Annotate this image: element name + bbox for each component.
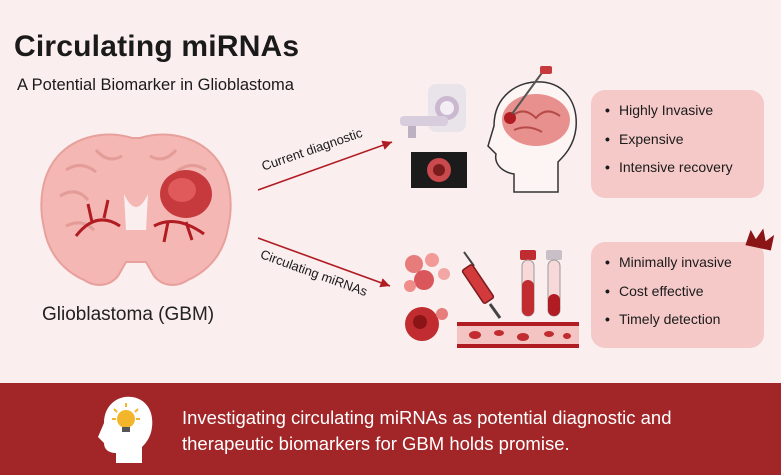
list-item: •Minimally invasive — [605, 254, 732, 270]
list-item: •Timely detection — [605, 311, 721, 327]
arrow-circulating-mirnas — [257, 237, 391, 288]
mri-scanner-icon — [400, 84, 466, 138]
circulating-mirnas-box: •Minimally invasive •Cost effective •Tim… — [591, 242, 764, 348]
brain-label: Glioblastoma (GBM) — [42, 304, 215, 325]
blood-vessel-icon — [457, 322, 579, 348]
crown-icon — [745, 228, 775, 251]
arrow-current-diagnostic — [257, 140, 393, 191]
page-title: Circulating miRNAs — [14, 30, 300, 63]
page-subtitle: A Potential Biomarker in Glioblastoma — [17, 76, 294, 94]
current-diagnostic-box: •Highly Invasive •Expensive •Intensive r… — [591, 90, 764, 198]
list-item: •Cost effective — [605, 282, 704, 299]
head-lightbulb-icon — [98, 396, 153, 463]
blood-cells-icon — [404, 253, 450, 341]
scan-monitor-icon — [411, 152, 467, 188]
list-item: •Intensive recovery — [605, 159, 733, 175]
blood-tubes-icon — [520, 250, 562, 317]
list-item: •Expensive — [605, 130, 684, 147]
list-item: •Highly Invasive — [605, 102, 714, 118]
syringe-icon — [461, 251, 502, 319]
head-biopsy-icon — [487, 66, 577, 193]
footer-text: Investigating circulating miRNAs as pote… — [182, 407, 672, 454]
brain-tumor-icon — [40, 133, 232, 286]
